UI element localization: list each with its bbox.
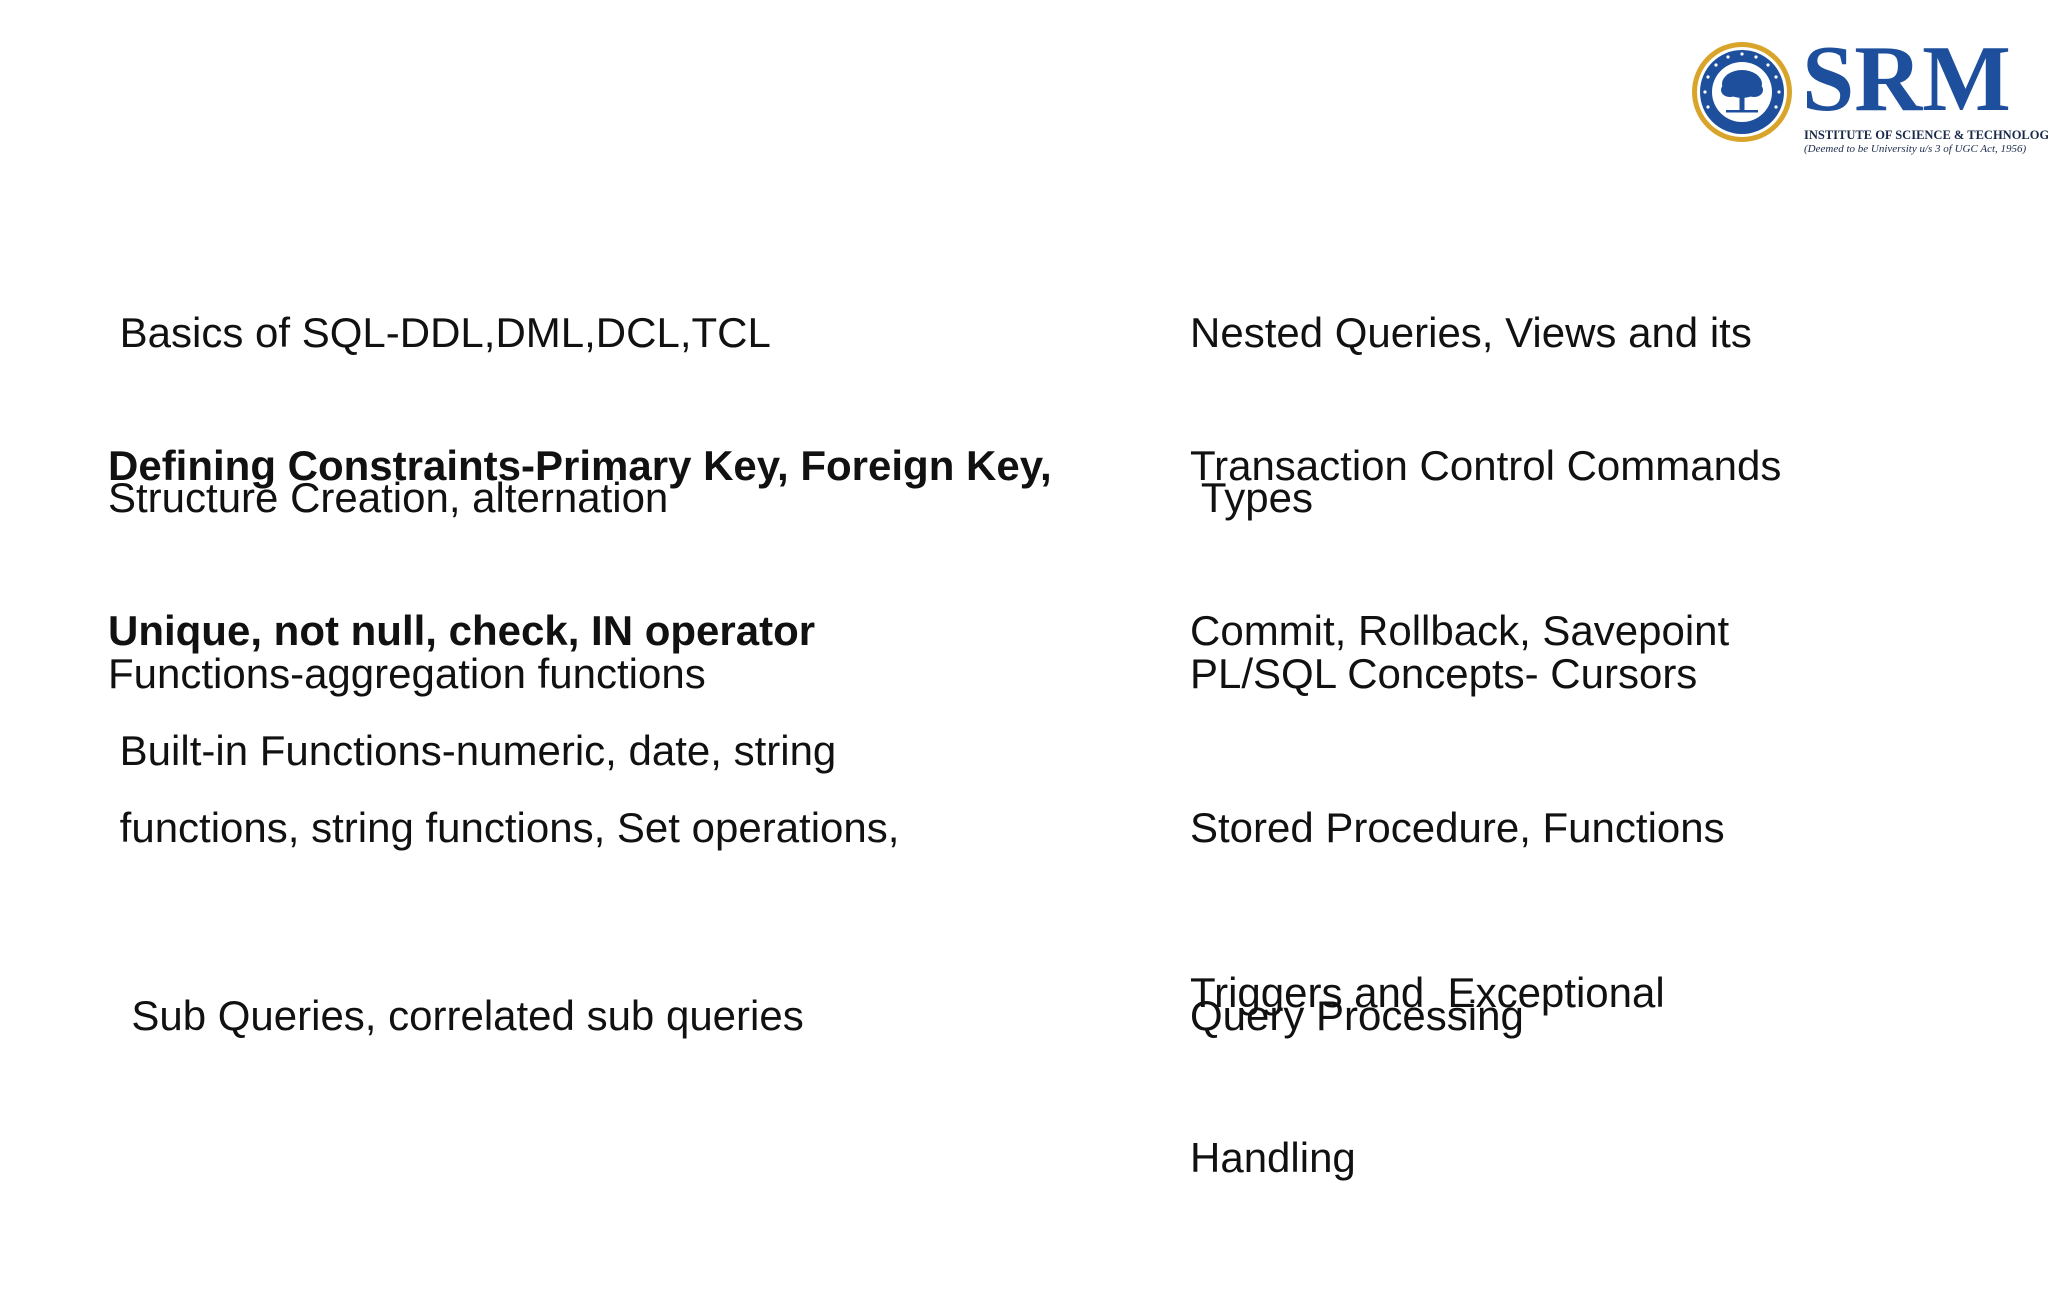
slide: SRM INSTITUTE OF SCIENCE & TECHNOLOGY (D…	[108, 32, 2048, 1181]
topic-line: Stored Procedure, Functions	[1190, 804, 1725, 851]
topic-line: Sub Queries, correlated sub queries	[108, 992, 804, 1039]
deemed-university-note: (Deemed to be University u/s 3 of UGC Ac…	[1804, 143, 2027, 155]
srm-seal-icon	[1692, 42, 1792, 142]
srm-wordmark: SRM	[1802, 27, 2011, 131]
topic-line: Nested Queries, Views and its	[1190, 309, 1752, 356]
topic-line: Unique, not null, check, IN operator	[108, 607, 816, 654]
topic-line: Transaction Control Commands	[1190, 442, 1782, 489]
topic-builtin-functions: Built-in Functions-numeric, date, string	[108, 613, 837, 888]
topic-line: PL/SQL Concepts- Cursors	[1190, 650, 1698, 697]
topic-line: Defining Constraints-Primary Key, Foreig…	[108, 442, 1052, 489]
topic-line: Types	[1190, 474, 1313, 521]
topic-stored-procedures: Stored Procedure, Functions Triggers and…	[1190, 690, 1725, 1295]
institute-tagline: INSTITUTE OF SCIENCE & TECHNOLOGY	[1804, 128, 2048, 142]
topic-line: Query Processing	[1190, 992, 1524, 1039]
topic-line: Basics of SQL-DDL,DML,DCL,TCL	[108, 309, 771, 356]
topic-transaction-control: Transaction Control Commands Commit, Rol…	[1190, 328, 1781, 768]
srm-logo: SRM INSTITUTE OF SCIENCE & TECHNOLOGY (D…	[1690, 32, 2048, 158]
topic-line: Commit, Rollback, Savepoint	[1190, 607, 1730, 654]
topic-line: Triggers and Exceptional	[1190, 969, 1665, 1016]
topic-aggregation-functions: Functions-aggregation functions	[108, 536, 706, 811]
topic-line: Structure Creation, alternation	[108, 474, 669, 521]
topic-line: Built-in Functions-numeric, date, string	[108, 727, 837, 774]
topic-set-operations: functions, string functions, Set operati…	[108, 690, 900, 965]
topic-nested-queries: Nested Queries, Views and its Types	[1190, 195, 1752, 635]
topic-plsql-cursors: PL/SQL Concepts- Cursors	[1190, 536, 1697, 811]
topic-sub-queries: Sub Queries, correlated sub queries	[108, 878, 804, 1153]
topic-line: functions, string functions, Set operati…	[108, 804, 900, 851]
topic-sql-basics: Basics of SQL-DDL,DML,DCL,TCL Structure …	[108, 195, 771, 635]
topic-constraints: Defining Constraints-Primary Key, Foreig…	[108, 328, 1052, 768]
topic-query-processing: Query Processing	[1190, 878, 1524, 1153]
topic-line: Functions-aggregation functions	[108, 650, 706, 697]
